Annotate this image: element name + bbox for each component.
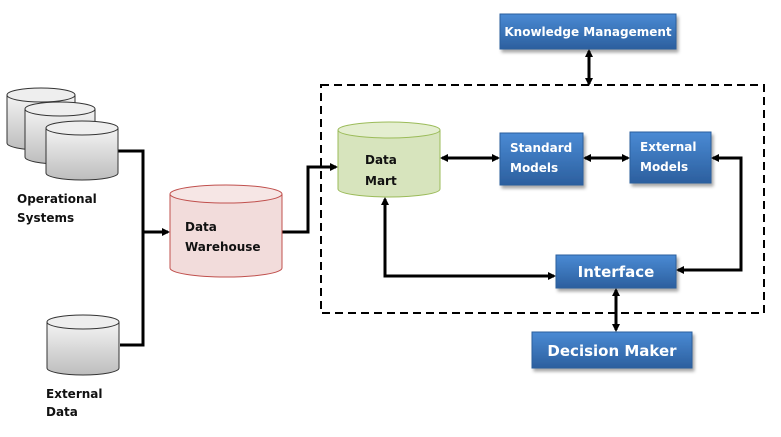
external-data-label-1: External bbox=[46, 387, 102, 401]
standard-models-box: Standard Models bbox=[499, 132, 584, 186]
knowledge-management-label: Knowledge Management bbox=[504, 25, 672, 39]
arrow-external-interface bbox=[676, 154, 743, 274]
database-icon bbox=[46, 314, 120, 376]
arrow-warehouse-to-mart bbox=[282, 163, 338, 234]
external-models-label-2: Models bbox=[640, 160, 688, 174]
data-warehouse-label-1: Data bbox=[185, 220, 217, 234]
operational-systems-label-2: Systems bbox=[17, 211, 74, 225]
data-mart-label-2: Mart bbox=[365, 174, 397, 188]
external-models-box: External Models bbox=[629, 131, 712, 184]
arrow-interface-mart bbox=[381, 197, 556, 280]
standard-models-label-1: Standard bbox=[510, 141, 572, 155]
database-icon bbox=[45, 120, 119, 181]
decision-maker-box: Decision Maker bbox=[531, 331, 693, 369]
connectors bbox=[118, 49, 743, 347]
interface-label: Interface bbox=[578, 263, 655, 281]
external-models-label-1: External bbox=[640, 140, 696, 154]
connector-operational-to-warehouse bbox=[118, 149, 145, 347]
data-warehouse-db: Data Warehouse bbox=[169, 184, 283, 278]
dss-boundary bbox=[320, 84, 765, 314]
external-data-label-2: Data bbox=[46, 405, 78, 419]
interface-box: Interface bbox=[555, 254, 677, 289]
data-mart-label-1: Data bbox=[365, 153, 397, 167]
data-warehouse-label-2: Warehouse bbox=[185, 240, 261, 254]
data-mart-db: Data Mart bbox=[337, 121, 441, 198]
decision-maker-label: Decision Maker bbox=[547, 342, 677, 360]
operational-systems-db: Operational Systems bbox=[6, 87, 119, 225]
operational-systems-label-1: Operational bbox=[17, 192, 97, 206]
knowledge-management-box: Knowledge Management bbox=[499, 13, 677, 50]
external-data-db: External Data bbox=[46, 314, 120, 419]
standard-models-label-2: Models bbox=[510, 161, 558, 175]
